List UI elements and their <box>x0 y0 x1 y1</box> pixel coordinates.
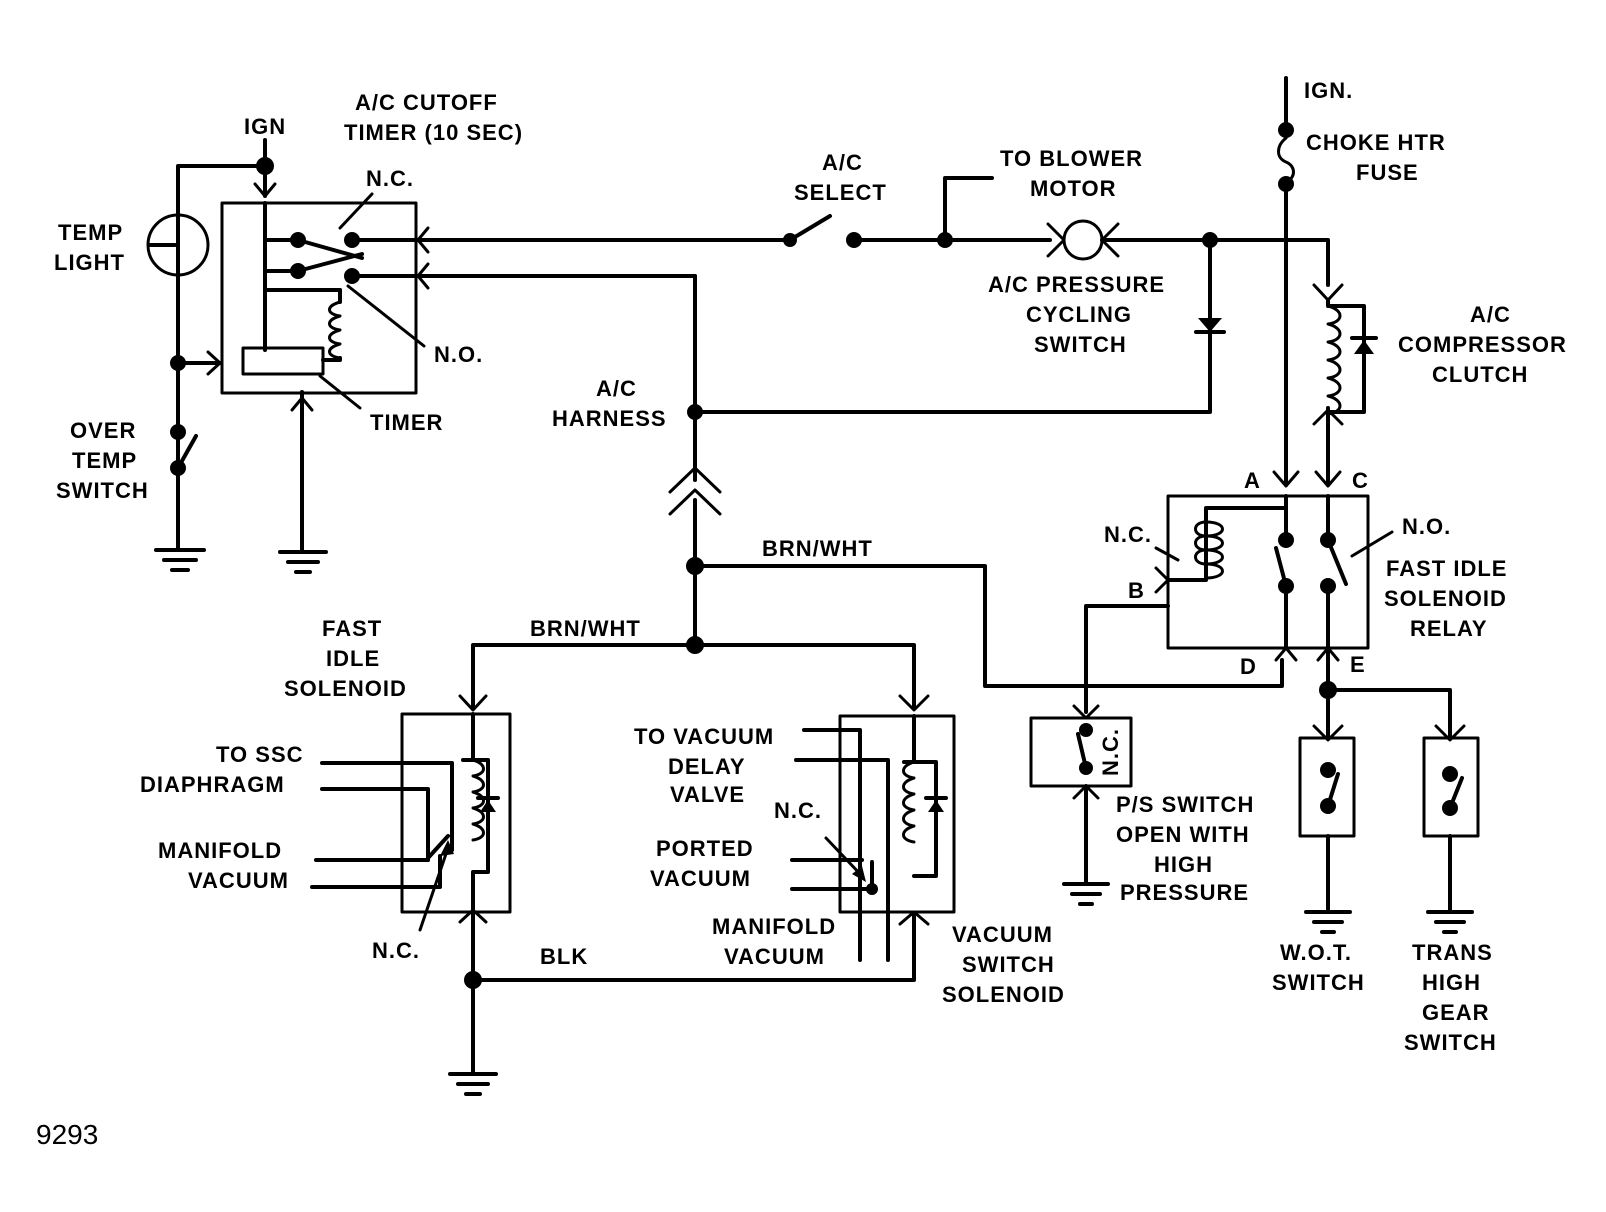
ps-switch-label-3: HIGH <box>1154 852 1213 877</box>
ac-cutoff-timer <box>146 138 430 574</box>
vss-nc-label: N.C. <box>774 798 822 823</box>
relay-pin-d: D <box>1240 654 1257 679</box>
brn-wht-label: BRN/WHT <box>762 536 873 561</box>
blower-label-2: MOTOR <box>1030 176 1116 201</box>
ps-switch-label-2: OPEN WITH <box>1116 822 1250 847</box>
relay-no-label: N.O. <box>1402 514 1451 539</box>
cutoff-timer-label-2: TIMER (10 SEC) <box>344 120 523 145</box>
manifold-vacuum-left-label: MANIFOLD <box>158 838 282 863</box>
relay-label-3: RELAY <box>1410 616 1488 641</box>
ign-left-label: IGN <box>244 114 286 139</box>
trans-label-3: GEAR <box>1422 1000 1490 1025</box>
vss-label-3: SOLENOID <box>942 982 1065 1007</box>
ported-vacuum-label: PORTED <box>656 836 754 861</box>
ps-switch-label-4: PRESSURE <box>1120 880 1249 905</box>
delay-valve-label-2: DELAY <box>668 754 746 779</box>
over-temp-label-2: TEMP <box>72 448 137 473</box>
manifold-vacuum-center-label: MANIFOLD <box>712 914 836 939</box>
timer-label: TIMER <box>370 410 443 435</box>
top-circuit <box>416 176 1330 688</box>
relay-pin-b: B <box>1128 578 1145 603</box>
ported-vacuum-label-2: VACUUM <box>650 866 751 891</box>
delay-valve-label-3: VALVE <box>670 782 745 807</box>
vacuum-switch-solenoid <box>693 643 956 962</box>
ps-switch <box>1029 704 1133 906</box>
fast-idle-solenoid <box>310 643 916 1096</box>
temp-light-label-2: LIGHT <box>54 250 125 275</box>
relay-pin-a: A <box>1244 468 1261 493</box>
clutch-label-3: CLUTCH <box>1432 362 1528 387</box>
wot-label-2: SWITCH <box>1272 970 1365 995</box>
trans-label-4: SWITCH <box>1404 1030 1497 1055</box>
ign-right-label: IGN. <box>1304 78 1353 103</box>
fis-label-2: IDLE <box>326 646 380 671</box>
clutch-label-2: COMPRESSOR <box>1398 332 1567 357</box>
pressure-switch-label-2: CYCLING <box>1026 302 1132 327</box>
pressure-switch-label-3: SWITCH <box>1034 332 1127 357</box>
relay-label: FAST IDLE <box>1386 556 1507 581</box>
relay-pin-e: E <box>1350 652 1366 677</box>
vss-label-2: SWITCH <box>962 952 1055 977</box>
blk-label: BLK <box>540 944 588 969</box>
trans-label-2: HIGH <box>1422 970 1481 995</box>
fis-label: FAST <box>322 616 382 641</box>
wot-label: W.O.T. <box>1280 940 1352 965</box>
ps-switch-label: P/S SWITCH <box>1116 792 1254 817</box>
ps-nc-label: N.C. <box>1098 728 1123 776</box>
relay-pin-c: C <box>1352 468 1369 493</box>
wot-switch <box>1298 724 1356 934</box>
fis-label-3: SOLENOID <box>284 676 407 701</box>
relay-label-2: SOLENOID <box>1384 586 1507 611</box>
brn-wht-label-2: BRN/WHT <box>530 616 641 641</box>
over-temp-label-3: SWITCH <box>56 478 149 503</box>
choke-fuse-label-2: FUSE <box>1356 160 1419 185</box>
ac-select-label: A/C <box>822 150 863 175</box>
labels: IGN A/C CUTOFF TIMER (10 SEC) N.C. N.O. … <box>36 78 1567 1150</box>
trans-switch <box>1422 724 1480 934</box>
manifold-vacuum-left-label-2: VACUUM <box>188 868 289 893</box>
ssc-label-2: DIAPHRAGM <box>140 772 285 797</box>
delay-valve-label: TO VACUUM <box>634 724 774 749</box>
ac-select-label-2: SELECT <box>794 180 887 205</box>
blower-label: TO BLOWER <box>1000 146 1143 171</box>
timer-no-label: N.O. <box>434 342 483 367</box>
over-temp-label: OVER <box>70 418 136 443</box>
timer-nc-label: N.C. <box>366 166 414 191</box>
ssc-label: TO SSC <box>216 742 304 767</box>
pressure-switch-label: A/C PRESSURE <box>988 272 1165 297</box>
cutoff-timer-label: A/C CUTOFF <box>355 90 498 115</box>
temp-light-label: TEMP <box>58 220 123 245</box>
relay-circuit <box>1084 76 1452 738</box>
vss-label: VACUUM <box>952 922 1053 947</box>
clutch-label: A/C <box>1470 302 1511 327</box>
harness-label-2: HARNESS <box>552 406 667 431</box>
figure-number: 9293 <box>36 1119 98 1150</box>
relay-nc-label: N.C. <box>1104 522 1152 547</box>
choke-fuse-label: CHOKE HTR <box>1306 130 1446 155</box>
harness-label: A/C <box>596 376 637 401</box>
fis-nc-label: N.C. <box>372 938 420 963</box>
manifold-vacuum-center-label-2: VACUUM <box>724 944 825 969</box>
trans-label: TRANS <box>1412 940 1493 965</box>
